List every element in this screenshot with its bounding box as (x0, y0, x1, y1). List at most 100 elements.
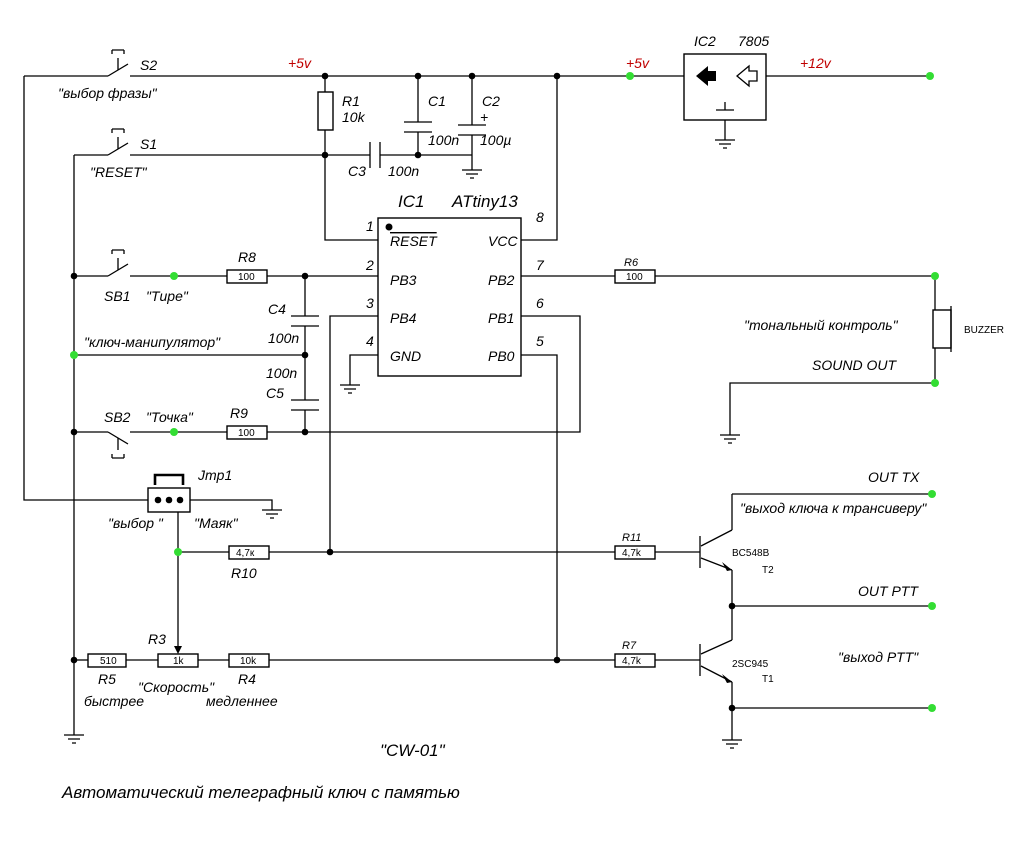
r8-val: 100 (238, 272, 255, 283)
capacitor-c3: C3 100n (348, 142, 419, 179)
r7-val: 4,7k (622, 656, 642, 667)
c5-val: 100n (266, 365, 297, 381)
ic1-pin-reset: RESET (390, 233, 438, 249)
t1-part: 2SC945 (732, 659, 769, 670)
ic1-num-4: 4 (366, 333, 374, 349)
label-sound-out: SOUND OUT (812, 357, 897, 373)
ic1-pin-pb4: PB4 (390, 310, 417, 326)
r4-ref: R4 (238, 671, 256, 687)
t2-part: BC548B (732, 548, 770, 559)
label-reset: "RESET" (90, 164, 148, 180)
label-faster: быстрее (84, 693, 144, 709)
c3-val: 100n (388, 163, 419, 179)
switch-s1-ref: S1 (140, 136, 157, 152)
capacitor-c5: C5 100n (266, 365, 319, 411)
r8-ref: R8 (238, 249, 256, 265)
resistor-r6: 100 R6 (614, 257, 656, 284)
resistor-r11: 4,7k R11 (614, 532, 656, 560)
ic2-ref: IC2 (694, 33, 716, 49)
r7-ref: R7 (622, 640, 637, 652)
ic1-pin-pb1: PB1 (488, 310, 514, 326)
ic1-ref: IC1 (398, 192, 424, 211)
buzzer-label: BUZZER (964, 325, 1004, 336)
schematic-name: "CW-01" (380, 741, 446, 760)
r6-val: 100 (626, 272, 643, 283)
ic1-num-1: 1 (366, 218, 374, 234)
rail-plus12: +12v (800, 55, 832, 71)
label-speed: "Скорость" (138, 679, 215, 695)
capacitor-c2: C2 + 100µ (458, 93, 511, 148)
t2-ref: T2 (762, 565, 774, 576)
c5-ref: C5 (266, 385, 284, 401)
ic1-pin-pb0: PB0 (488, 348, 515, 364)
label-dot: "Точка" (146, 409, 194, 425)
switch-sb1: SB1 (104, 249, 130, 304)
r10-val: 4,7к (236, 548, 255, 559)
r3-ref: R3 (148, 631, 166, 647)
r5-ref: R5 (98, 671, 116, 687)
r1-val: 10k (342, 109, 366, 125)
rail-plus5-right: +5v (626, 55, 650, 71)
switch-sb1-ref: SB1 (104, 288, 130, 304)
c1-val: 100n (428, 132, 459, 148)
label-beacon: "Маяк" (194, 515, 239, 531)
switch-s2: S2 (107, 49, 157, 77)
ic2-part: 7805 (738, 33, 769, 49)
r1-ref: R1 (342, 93, 360, 109)
resistor-r5: 510 R5 (87, 653, 127, 687)
terminal-points (70, 72, 939, 712)
jmp1-ref: Jmp1 (197, 467, 232, 483)
buzzer: BUZZER (932, 306, 1004, 352)
resistor-r8: 100 R8 (226, 249, 268, 284)
r10-ref: R10 (231, 565, 257, 581)
ic2-7805: IC2 7805 (683, 33, 769, 121)
ic1-num-8: 8 (536, 209, 544, 225)
label-key: "ключ-манипулятор" (84, 334, 221, 350)
c2-pol: + (480, 109, 488, 125)
capacitor-c1: C1 100n (404, 93, 459, 148)
rail-plus5-left: +5v (288, 55, 312, 71)
resistor-r7: 4,7k R7 (614, 640, 656, 668)
transistor-t1: 2SC945 T1 (699, 639, 774, 685)
ic1-attiny13: IC1 ATtiny13 RESET PB3 PB4 GND VCC PB2 P… (365, 192, 545, 377)
r6-ref: R6 (624, 257, 639, 269)
c2-val: 100µ (480, 132, 511, 148)
ic1-num-5: 5 (536, 333, 544, 349)
capacitor-c4: C4 100n (268, 301, 319, 346)
ic1-num-2: 2 (365, 257, 374, 273)
label-phrase-select: "выбор фразы" (58, 85, 158, 101)
r4-val: 10k (240, 656, 257, 667)
switch-sb2: SB2 (104, 409, 131, 459)
label-slower: медленнее (206, 693, 278, 709)
r9-ref: R9 (230, 405, 248, 421)
switch-s1: S1 (107, 128, 157, 156)
wires (23, 75, 936, 740)
label-key-output: "выход ключа к трансиверу" (740, 500, 927, 516)
transistor-t2: BC548B T2 (699, 529, 774, 576)
label-out-ptt: OUT PTT (858, 583, 919, 599)
resistor-r1: R1 10k (317, 91, 366, 131)
r11-val: 4,7k (622, 548, 642, 559)
label-out-tx: OUT TX (868, 469, 920, 485)
label-tonal: "тональный контроль" (744, 317, 899, 333)
ic1-pin-pb2: PB2 (488, 272, 515, 288)
resistor-r4: 10k R4 (228, 653, 270, 687)
resistor-r10: 4,7к R10 (228, 545, 270, 581)
r9-val: 100 (238, 428, 255, 439)
jumper-jmp1: Jmp1 "выбор " "Маяк" (108, 467, 239, 531)
ic1-pin-vcc: VCC (488, 233, 518, 249)
junction-dots (70, 72, 736, 712)
resistor-r9: 100 R9 (226, 405, 268, 440)
c3-ref: C3 (348, 163, 366, 179)
ic1-pin-gnd: GND (390, 348, 421, 364)
label-select: "выбор " (108, 515, 164, 531)
c4-ref: C4 (268, 301, 286, 317)
switch-sb2-ref: SB2 (104, 409, 131, 425)
c4-val: 100n (268, 330, 299, 346)
label-ptt-output: "выход PTT" (838, 649, 919, 665)
ground-symbols (64, 139, 742, 749)
ic1-part: ATtiny13 (451, 192, 518, 211)
schematic-description: Автоматический телеграфный ключ с память… (61, 783, 460, 802)
